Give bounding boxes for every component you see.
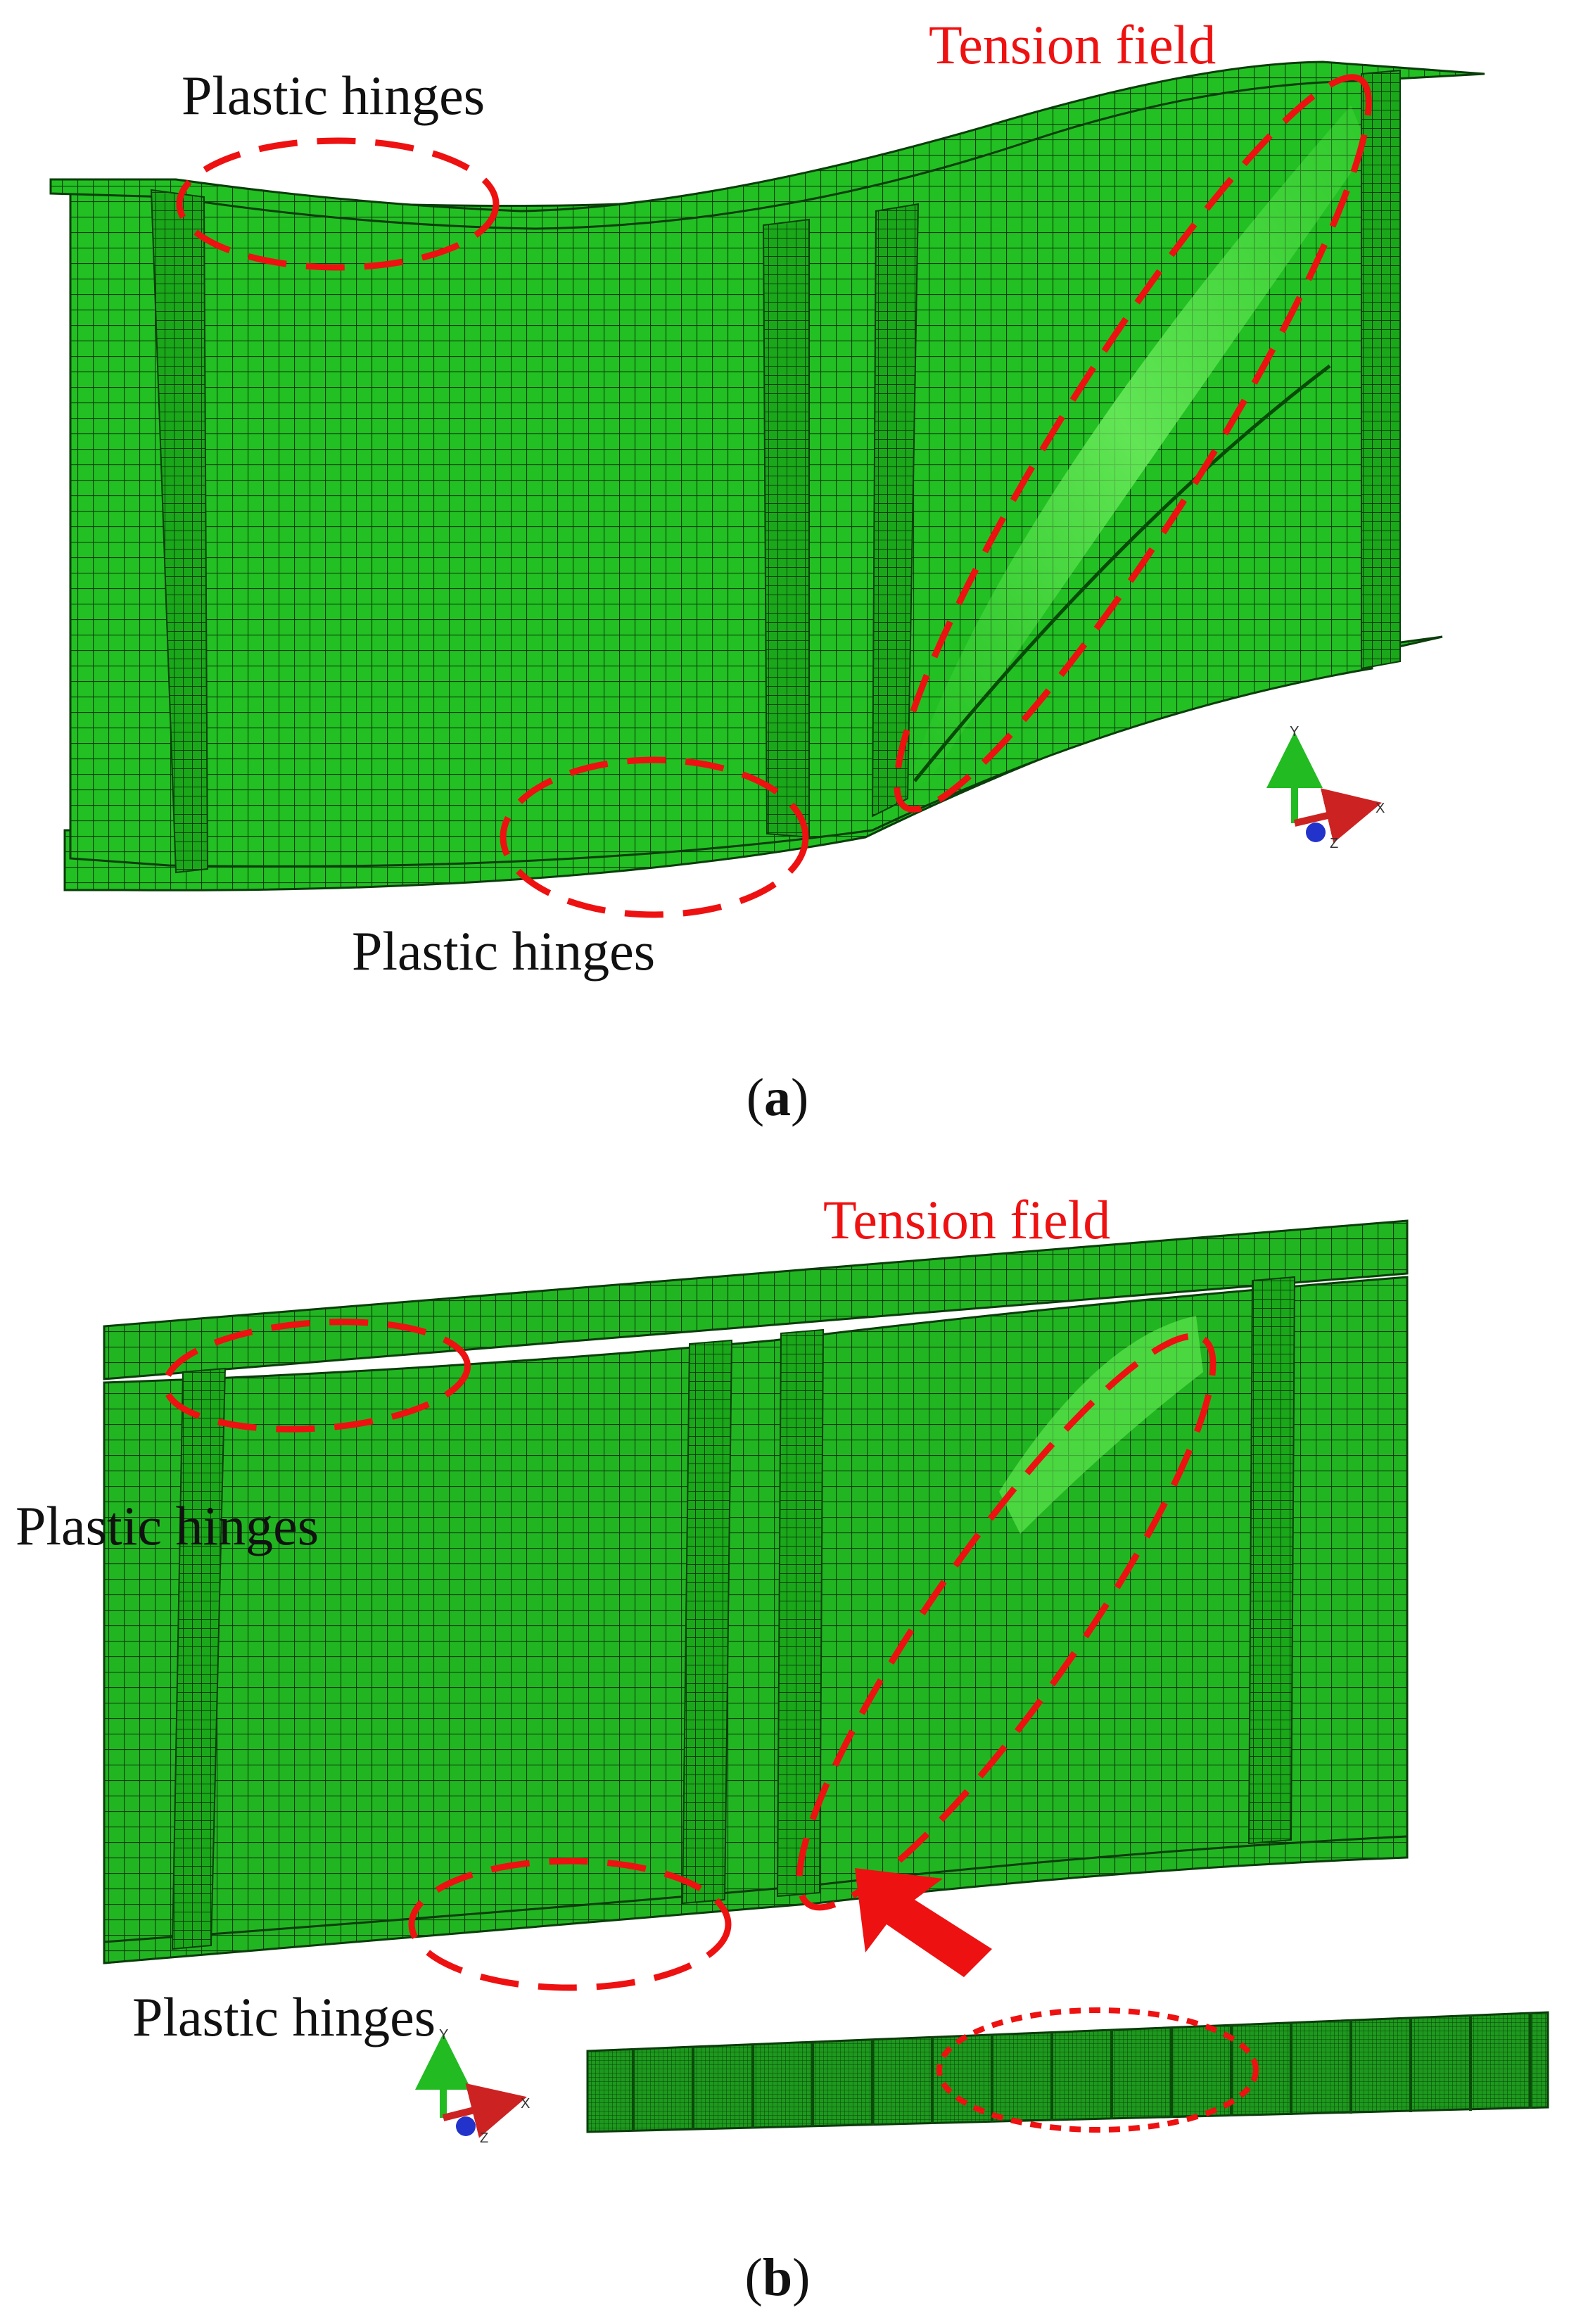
- svg-text:Z: Z: [1330, 836, 1338, 851]
- stiffener-b-1: [171, 1367, 227, 1950]
- tension-fold-line-a: [913, 364, 1331, 782]
- svg-text:Y: Y: [1290, 724, 1299, 739]
- zoom-arrow: [855, 1868, 992, 1977]
- label-plastic-hinges-top-b: Plastic hinges: [15, 1495, 319, 1556]
- overview-highlight-ellipse: [936, 2007, 1259, 2133]
- svg-text:X: X: [521, 2096, 530, 2112]
- caption-a: (a): [747, 1068, 809, 1127]
- label-plastic-hinges-bottom-b: Plastic hinges: [132, 1986, 436, 2047]
- z-axis-icon: [456, 2116, 476, 2136]
- stiffener-b-3: [776, 1328, 825, 1898]
- svg-text:Z: Z: [480, 2131, 488, 2146]
- stiffener-a-4: [1361, 69, 1401, 670]
- stiffener-a-3: [871, 203, 920, 818]
- tension-field-ellipse-b: [796, 1333, 1217, 1911]
- axis-triad-b: Y X Z: [415, 2027, 530, 2146]
- top-flange-b: [103, 1219, 1409, 1380]
- stiffener-a-1: [150, 189, 209, 874]
- label-tension-field-a: Tension field: [929, 14, 1216, 75]
- stiffener-b-4: [1247, 1276, 1296, 1845]
- svg-text:X: X: [1376, 801, 1385, 816]
- panel-b: Tension field Plastic hinges Plastic hin…: [15, 1189, 1549, 2307]
- hinge-ellipse-bottom-b: [408, 1858, 732, 1991]
- tension-field-band-a: [908, 106, 1368, 785]
- z-axis-icon: [1306, 823, 1326, 842]
- girder-overview: [586, 2007, 1549, 2133]
- label-plastic-hinges-bottom-a: Plastic hinges: [352, 920, 655, 982]
- svg-text:Y: Y: [439, 2027, 448, 2043]
- label-plastic-hinges-top-a: Plastic hinges: [182, 65, 485, 126]
- bottom-flange-b: [103, 1835, 1409, 1964]
- stiffener-b-2: [681, 1339, 733, 1905]
- hinge-ellipse-top-a: [176, 137, 500, 271]
- stiffener-a-2: [762, 218, 810, 839]
- tension-field-band-b: [999, 1316, 1203, 1534]
- axis-triad-a: Y X Z: [1266, 724, 1385, 851]
- hinge-ellipse-top-b: [162, 1319, 471, 1433]
- hinge-ellipse-bottom-a: [500, 756, 809, 918]
- tension-field-ellipse-a: [894, 74, 1372, 813]
- panel-a: Tension field Plastic hinges Plastic hin…: [49, 14, 1485, 1127]
- label-tension-field-b: Tension field: [823, 1189, 1110, 1250]
- caption-b: (b): [745, 2248, 811, 2307]
